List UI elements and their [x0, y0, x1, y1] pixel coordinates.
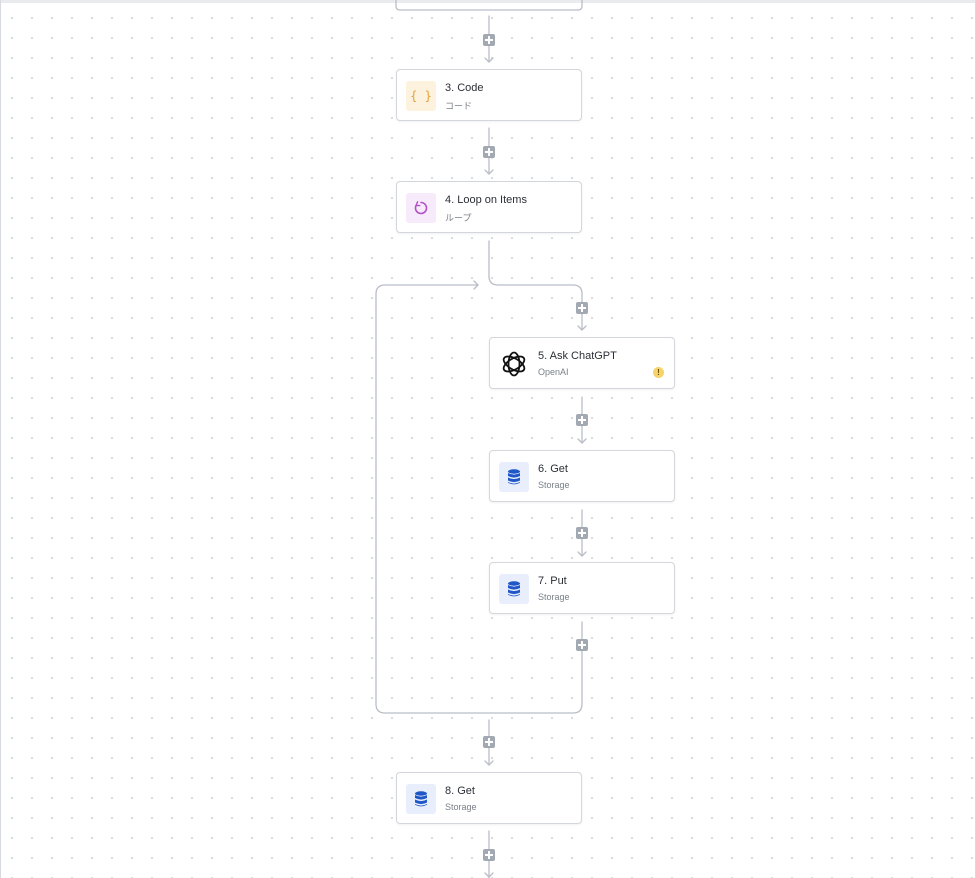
- curly-braces-icon: { }: [406, 81, 436, 111]
- arrow-head-3: [484, 57, 494, 63]
- node-title: 4. Loop on Items: [445, 194, 527, 206]
- arrow-head-9: [484, 872, 494, 878]
- database-icon: [499, 462, 529, 492]
- canvas-left-edge: [0, 0, 1, 878]
- arrow-head-7: [577, 551, 587, 557]
- node-loop-on-items[interactable]: 4. Loop on Items ループ: [396, 181, 582, 233]
- add-step-button[interactable]: [576, 302, 588, 314]
- top-border: [0, 0, 976, 3]
- connector-4-loop: [488, 240, 583, 331]
- add-step-button[interactable]: [576, 527, 588, 539]
- node-code[interactable]: { } 3. Code コード: [396, 69, 582, 121]
- openai-icon: [499, 349, 529, 379]
- node-subtitle: Storage: [538, 480, 570, 490]
- arrow-head-8: [484, 760, 494, 766]
- database-icon: [499, 574, 529, 604]
- node-subtitle: Storage: [445, 802, 477, 812]
- node-ask-chatgpt[interactable]: 5. Ask ChatGPT OpenAI !: [489, 337, 675, 389]
- node-title: 8. Get: [445, 785, 475, 797]
- node-subtitle: コード: [445, 101, 473, 111]
- node-title: 5. Ask ChatGPT: [538, 350, 617, 362]
- arrow-head-5: [577, 325, 587, 331]
- arrow-head-4: [484, 169, 494, 175]
- node-title: 3. Code: [445, 82, 484, 94]
- node-title: 6. Get: [538, 463, 568, 475]
- node-get-storage[interactable]: 8. Get Storage: [396, 772, 582, 824]
- add-step-button[interactable]: [483, 736, 495, 748]
- add-step-button[interactable]: [483, 849, 495, 861]
- add-step-button[interactable]: [483, 34, 495, 46]
- node-subtitle: Storage: [538, 592, 570, 602]
- add-step-button[interactable]: [576, 639, 588, 651]
- node-subtitle: OpenAI: [538, 367, 569, 377]
- node-put-storage[interactable]: 7. Put Storage: [489, 562, 675, 614]
- database-icon: [406, 784, 436, 814]
- warning-icon[interactable]: !: [653, 367, 664, 378]
- add-step-button[interactable]: [483, 146, 495, 158]
- add-step-button[interactable]: [576, 414, 588, 426]
- node-title: 7. Put: [538, 575, 567, 587]
- loop-icon: [406, 193, 436, 223]
- node-subtitle: ループ: [445, 213, 472, 223]
- loop-back-arrow-head: [473, 280, 479, 290]
- node-get-storage[interactable]: 6. Get Storage: [489, 450, 675, 502]
- arrow-head-6: [577, 438, 587, 444]
